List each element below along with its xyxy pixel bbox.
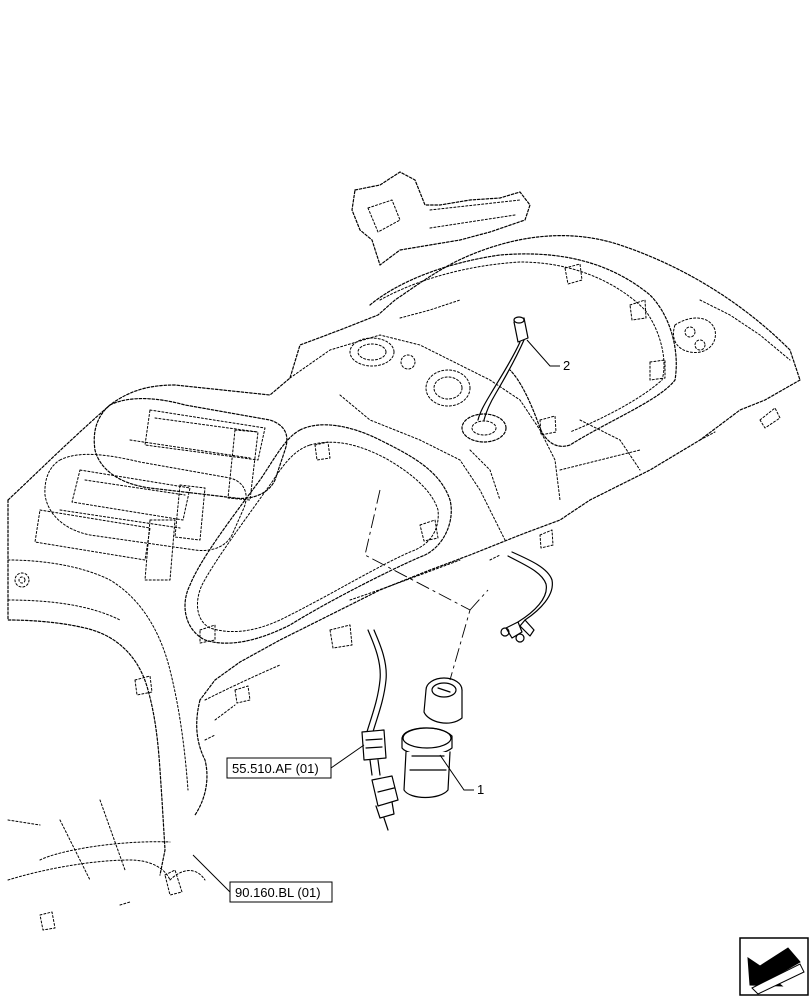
assembly-lines	[364, 489, 489, 681]
callout-2-label: 2	[563, 358, 570, 373]
callout-1-label: 1	[477, 782, 484, 797]
reference-55-label: 55.510.AF (01)	[232, 761, 319, 776]
item-2-cable-connector	[477, 316, 529, 421]
harness-connector	[361, 629, 387, 776]
arrow-nav-icon[interactable]	[739, 937, 809, 996]
console-panel	[7, 171, 801, 931]
item-1-power-socket	[371, 677, 463, 831]
callout-2: 2	[526, 339, 570, 373]
reference-55-510-af[interactable]: 55.510.AF (01)	[226, 744, 365, 779]
callout-1: 1	[439, 754, 484, 797]
wire-harness	[500, 551, 553, 643]
reference-90-160-bl[interactable]: 90.160.BL (01)	[192, 854, 333, 903]
reference-90-label: 90.160.BL (01)	[235, 885, 321, 900]
